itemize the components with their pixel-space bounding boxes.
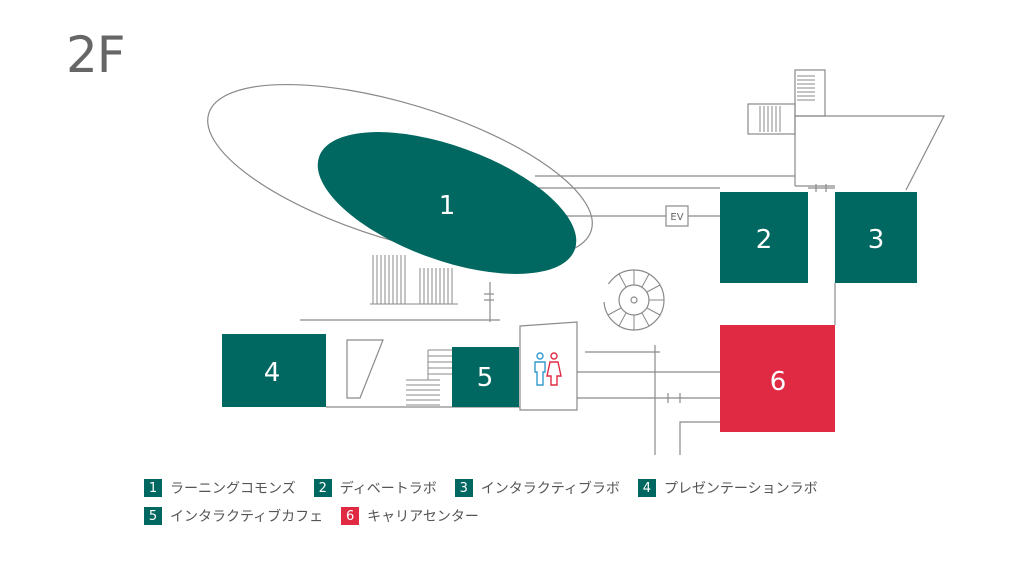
restroom-box (519, 321, 578, 411)
elevator-label: EV (670, 212, 683, 223)
room-6[interactable]: 6 (720, 325, 835, 432)
restroom-icon (534, 352, 562, 386)
room-3[interactable]: 3 (835, 192, 917, 283)
room-1-number: 1 (439, 191, 456, 221)
floor-label: 2F (66, 26, 126, 84)
room-1[interactable]: 1 (300, 103, 595, 303)
room-3-number: 3 (868, 225, 885, 255)
legend-item[interactable]: 3 インタラクティブラボ (454, 478, 620, 498)
room-4-number: 4 (264, 358, 281, 388)
room-2[interactable]: 2 (720, 192, 808, 283)
elevator-icon (665, 205, 689, 227)
legend-row-1: 1 ラーニングコモンズ 2 ディベートラボ 3 インタラクティブラボ 4 プレゼ… (144, 474, 1004, 502)
legend-number-badge: 5 (144, 507, 162, 525)
atrium-outline (207, 83, 593, 261)
legend-label: プレゼンテーションラボ (663, 481, 818, 497)
stairs-near-cafe (406, 349, 452, 406)
room-6-number: 6 (770, 367, 787, 397)
legend-item[interactable]: 4 プレゼンテーションラボ (637, 478, 818, 498)
room-4[interactable]: 4 (222, 334, 326, 407)
legend-number-badge: 3 (454, 479, 473, 497)
legend-item[interactable]: 5 インタラクティブカフェ (144, 506, 323, 526)
legend: 1 ラーニングコモンズ 2 ディベートラボ 3 インタラクティブラボ 4 プレゼ… (144, 474, 1004, 530)
spiral-staircase (600, 269, 665, 331)
floor-map: EV 1 2 3 4 5 6 (207, 69, 945, 455)
elevator: EV (665, 205, 689, 227)
legend-number-badge: 6 (341, 507, 360, 525)
room-5-number: 5 (477, 363, 494, 393)
legend-label: インタラクティブラボ (480, 481, 620, 497)
legend-number-badge: 4 (637, 479, 656, 497)
legend-item[interactable]: 1 ラーニングコモンズ (144, 478, 296, 498)
legend-item[interactable]: 2 ディベートラボ (313, 478, 437, 498)
legend-label: キャリアセンター (367, 509, 479, 525)
stairs-under-atrium (370, 255, 458, 305)
legend-label: インタラクティブカフェ (170, 509, 324, 525)
legend-number-badge: 2 (313, 479, 332, 497)
legend-row-2: 5 インタラクティブカフェ 6 キャリアセンター (144, 502, 1004, 530)
legend-label: ディベートラボ (339, 481, 437, 497)
room-2-number: 2 (756, 225, 773, 255)
legend-label: ラーニングコモンズ (170, 481, 296, 497)
building-outline (207, 69, 945, 455)
legend-number-badge: 1 (144, 479, 162, 497)
legend-item[interactable]: 6 キャリアセンター (341, 506, 479, 526)
room-5[interactable]: 5 (452, 347, 519, 407)
